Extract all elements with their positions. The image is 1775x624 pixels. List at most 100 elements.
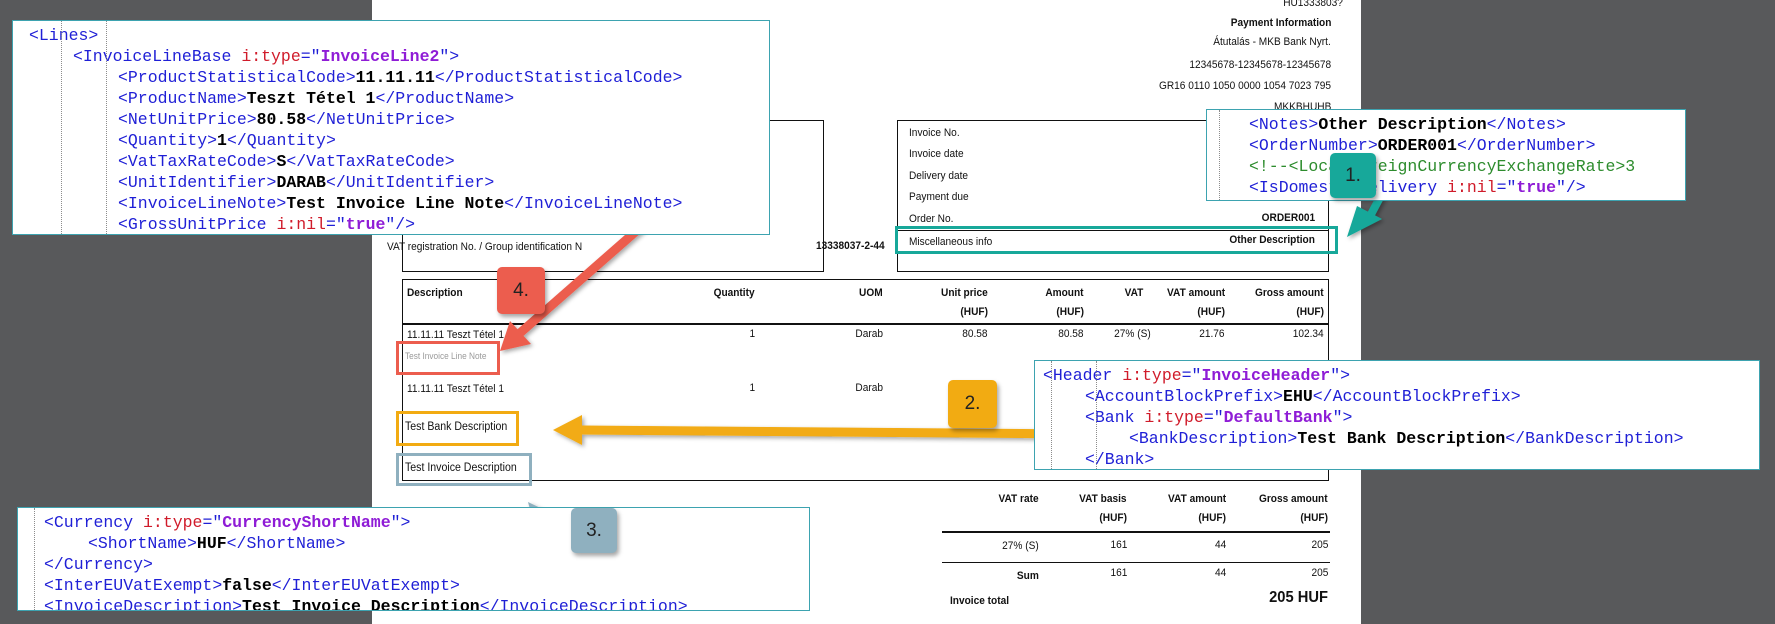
code-line: <ShortName>HUF</ShortName> [18, 533, 809, 554]
code-line: <InvoiceDescription>Test Invoice Descrip… [18, 596, 809, 611]
code-token: <NetUnitPrice> [118, 110, 257, 129]
summary-col-gross-amount-unit: (HUF) [1300, 512, 1328, 524]
summary-row1-basis: 161 [1110, 539, 1127, 551]
code-token: "> [1330, 366, 1350, 385]
code-line: <IsDomesticDelivery i:nil="true"/> [1207, 177, 1685, 198]
col-vat: VAT [1124, 287, 1143, 299]
code-token: <Bank [1085, 408, 1145, 427]
code-line: <BankDescription>Test Bank Description</… [1035, 428, 1759, 449]
code-token: i:type [143, 513, 203, 532]
code-token: <InvoiceLineBase [73, 47, 242, 66]
invoice-description-text: Test Invoice Description [405, 462, 517, 474]
code-token: <InterEUVatExempt> [44, 576, 223, 595]
summary-sum-gross: 205 [1311, 567, 1328, 579]
code-token: =" [1496, 178, 1517, 197]
payment-info-title: Payment Information [1230, 17, 1331, 29]
summary-col-vat-rate: VAT rate [998, 493, 1039, 505]
code-token: <AccountBlockPrefix> [1085, 387, 1284, 406]
label-invoice-date: Invoice date [909, 148, 964, 160]
line-note-text: Test Invoice Line Note [405, 351, 487, 361]
code-token: <BankDescription> [1129, 429, 1298, 448]
col-amount-unit: (HUF) [1056, 306, 1084, 318]
code-token: Other Description [1318, 115, 1487, 134]
code-token: i:type [1144, 408, 1204, 427]
code-token: DefaultBank [1223, 408, 1333, 427]
row1-gross-amount: 102.34 [1293, 328, 1324, 340]
code-token: CurrencyShortName [222, 513, 391, 532]
code-token: </BankDescription> [1505, 429, 1684, 448]
code-token: ORDER001 [1377, 136, 1457, 155]
misc-info-value: Other Description [1229, 234, 1315, 246]
code-token: </ProductStatisticalCode> [434, 68, 683, 87]
col-quantity: Quantity [713, 287, 755, 299]
code-token: EHU [1283, 387, 1313, 406]
code-token: </Notes> [1486, 115, 1566, 134]
invoice-code: HU1333803? [1283, 0, 1343, 9]
summary-row1-gross: 205 [1311, 539, 1328, 551]
code-token: <ShortName> [88, 534, 197, 553]
code-token: "> [1332, 408, 1353, 427]
highlight-invoice-description [396, 453, 532, 486]
highlight-bank-description [396, 411, 519, 446]
row1-uom: Darab [855, 328, 883, 340]
row2-description: 11.11.11 Teszt Tétel 1 [407, 383, 504, 395]
summary-sum-amount: 44 [1214, 567, 1226, 579]
code-line: <InterEUVatExempt>false</InterEUVatExemp… [18, 575, 809, 596]
code-token: "/> [385, 215, 416, 234]
code-token: =" [1181, 366, 1202, 385]
iban: GR16 0110 1050 0000 1054 7023 795 [1158, 80, 1331, 92]
summary-col-vat-basis-unit: (HUF) [1099, 512, 1127, 524]
code-token: =" [300, 47, 321, 66]
code-token: Teszt Tétel 1 [246, 89, 376, 108]
code-token: false [222, 576, 272, 595]
code-token: i:type [1122, 366, 1182, 385]
summary-col-vat-basis: VAT basis [1079, 493, 1127, 505]
code-token: i:type [241, 47, 301, 66]
code-token: =" [1203, 408, 1224, 427]
code-token: </AccountBlockPrefix> [1312, 387, 1521, 406]
col-gross-amount-unit: (HUF) [1296, 306, 1324, 318]
code-line: </Currency> [18, 554, 809, 575]
code-token: <VatTaxRateCode> [118, 152, 277, 171]
code-line: <Currency i:type="CurrencyShortName"> [18, 512, 809, 533]
lines-header-divider [403, 323, 1328, 325]
code-token: InvoiceLine2 [320, 47, 440, 66]
summary-row1-amount: 44 [1214, 539, 1226, 551]
code-token: </UnitIdentifier> [325, 173, 495, 192]
code-token: <InvoiceLineNote> [118, 194, 287, 213]
code-line: <Lines> [13, 25, 769, 46]
code-line: </Bank> [1035, 449, 1759, 469]
label-payment-due: Payment due [909, 191, 969, 203]
invoice-total-label: Invoice total [950, 595, 1010, 607]
code-token: i:nil [1447, 178, 1497, 197]
code-token: <GrossUnitPrice [118, 215, 277, 234]
code-line: <Bank i:type="DefaultBank"> [1035, 407, 1759, 428]
col-gross-amount: Gross amount [1255, 287, 1324, 299]
col-vat-amount-unit: (HUF) [1197, 306, 1225, 318]
code-line: <AccountBlockPrefix>EHU</AccountBlockPre… [1035, 386, 1759, 407]
invoice-total-value: 205 HUF [1269, 589, 1328, 606]
payment-method: Átutalás - MKB Bank Nyrt. [1213, 36, 1331, 48]
col-unit-price: Unit price [941, 287, 988, 299]
code-token: </Currency> [44, 555, 153, 574]
code-token: </InterEUVatExempt> [271, 576, 460, 595]
code-token: </Quantity> [226, 131, 336, 150]
summary-col-vat-amount: VAT amount [1167, 493, 1226, 505]
code-line: <ProductStatisticalCode>11.11.11</Produc… [13, 67, 769, 88]
bank-description-text: Test Bank Description [405, 421, 508, 433]
code-line: <Header i:type="InvoiceHeader"> [1035, 365, 1759, 386]
code-token: =" [325, 215, 346, 234]
col-vat-amount: VAT amount [1166, 287, 1225, 299]
label-invoice-no: Invoice No. [909, 127, 960, 139]
code-token: </ProductName> [375, 89, 515, 108]
col-unit-price-unit: (HUF) [960, 306, 988, 318]
code-line: <VatTaxRateCode>S</VatTaxRateCode> [13, 151, 769, 172]
code-token: Test Invoice Description [242, 597, 480, 611]
notes-xml-callout: <Notes>Other Description</Notes><OrderNu… [1206, 109, 1686, 201]
code-line: <InvoiceLineNote>Test Invoice Line Note<… [13, 193, 769, 214]
vat-registration-value: 13338037-2-44 [816, 240, 885, 252]
code-token: "> [390, 513, 411, 532]
code-token: =" [202, 513, 223, 532]
badge-2: 2. [948, 380, 997, 428]
row2-quantity: 1 [749, 382, 755, 394]
